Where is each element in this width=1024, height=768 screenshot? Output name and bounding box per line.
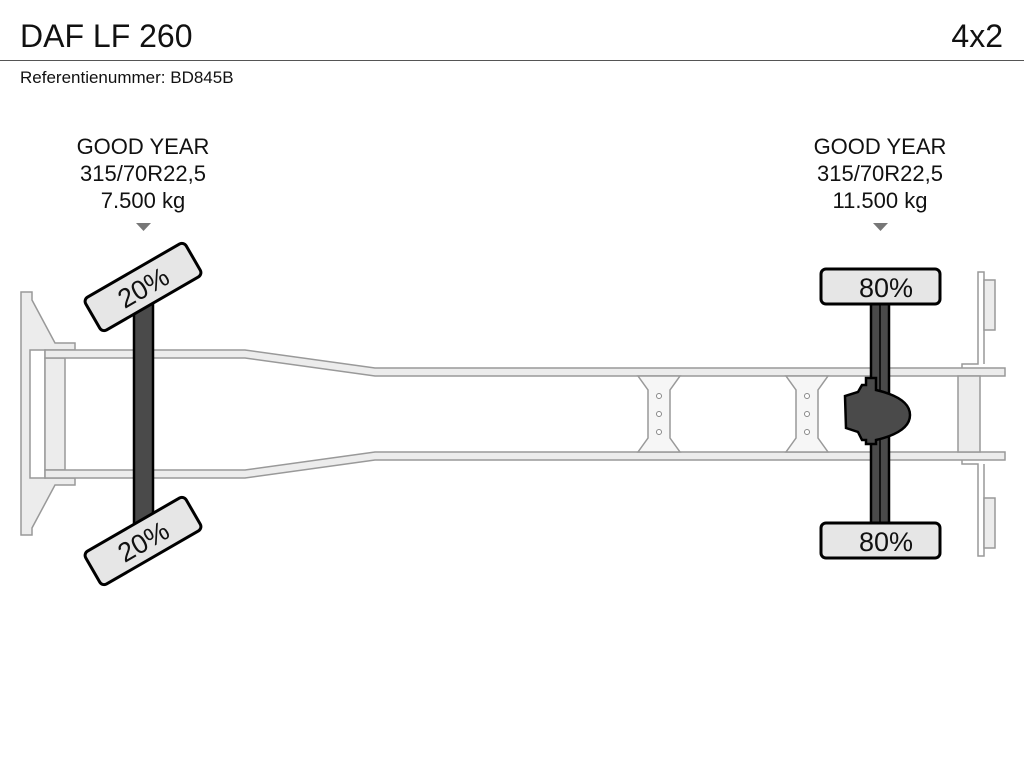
rear-axle [843,301,912,527]
bottom-rail [44,451,1006,479]
rear-tyre-brand: GOOD YEAR [813,134,947,159]
front-pointer-icon [136,223,151,231]
top-rail [44,349,1006,377]
chassis-frame [20,271,1006,557]
differential [843,376,912,446]
front-tyre-size: 315/70R22,5 [80,161,206,186]
rear-axle-info: GOOD YEAR 315/70R22,5 11.500 kg [770,133,990,214]
vehicle-title: DAF LF 260 [20,18,193,54]
rear-left-tyre: 80% [819,267,942,306]
front-tyre-brand: GOOD YEAR [76,134,210,159]
header-divider [0,60,1024,61]
front-axle-info: GOOD YEAR 315/70R22,5 7.500 kg [33,133,253,214]
rear-crossmember [957,375,981,453]
rear-pointer-icon [873,223,888,231]
reference-number: Referentienummer: BD845B [20,68,234,87]
rear-tyre-size: 315/70R22,5 [817,161,943,186]
front-axle-load: 7.500 kg [100,188,186,213]
rear-right-tread: 80% [859,527,913,557]
axle-configuration: 4x2 [951,18,1003,54]
rear-right-tyre: 80% [819,521,942,560]
rear-axle-load: 11.500 kg [832,188,928,213]
rear-mudflap [983,497,996,549]
rear-mudflap [983,279,996,331]
rear-left-tread: 80% [859,273,913,303]
front-crossmember [44,357,66,471]
front-axle [132,298,155,534]
